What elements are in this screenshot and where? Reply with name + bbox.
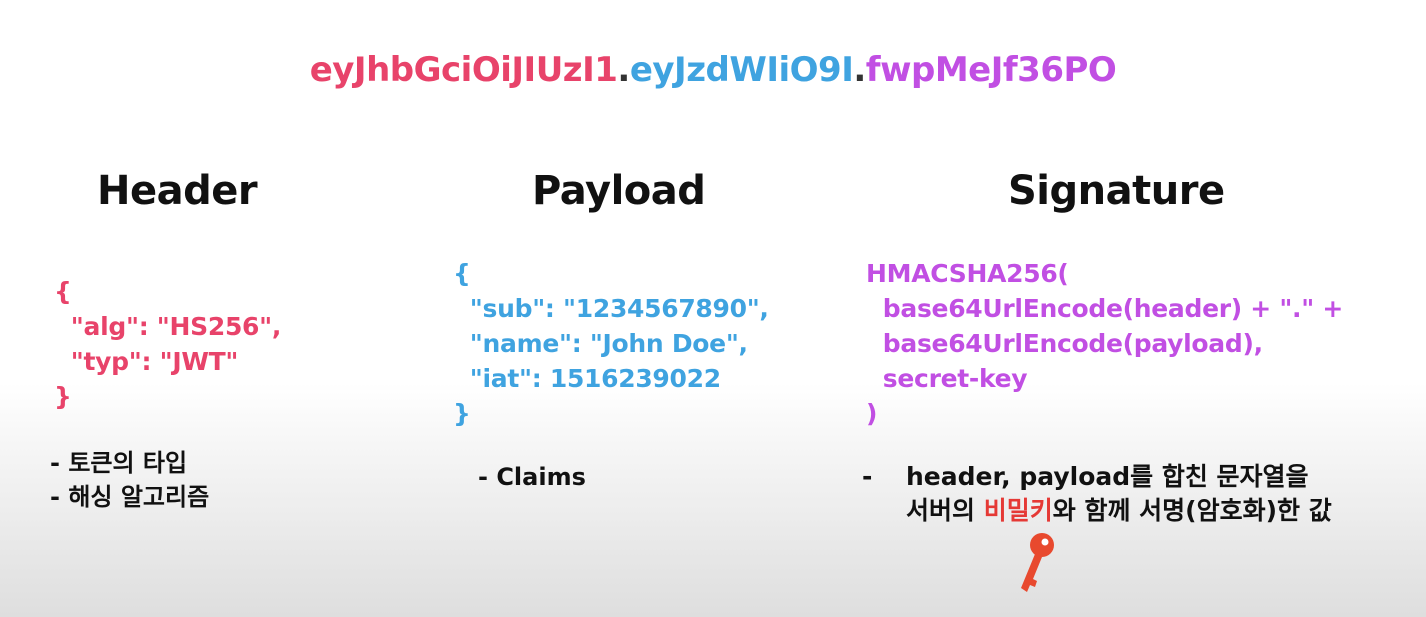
- payload-code: { "sub": "1234567890", "name": "John Doe…: [453, 259, 769, 428]
- jwt-token: eyJhbGciOiJIUzI1.eyJzdWIiO9I.fwpMeJf36PO: [0, 50, 1426, 90]
- signature-desc-line1: header, payload를 합친 문자열을: [906, 462, 1309, 491]
- header-bullets: - 토큰의 타입 - 해싱 알고리즘: [50, 446, 209, 514]
- payload-bullets: - Claims: [478, 460, 586, 494]
- signature-code: HMACSHA256( base64UrlEncode(header) + ".…: [866, 259, 1344, 428]
- token-header-part: eyJhbGciOiJIUzI1: [309, 50, 618, 90]
- header-bullet: - 토큰의 타입: [50, 449, 188, 477]
- token-payload-part: eyJzdWIiO9I: [629, 50, 854, 90]
- key-icon: [1021, 533, 1054, 592]
- payload-bullet: - Claims: [478, 463, 586, 491]
- token-separator: .: [853, 50, 866, 90]
- header-bullet: - 해싱 알고리즘: [50, 483, 210, 511]
- desc-suffix: 와 함께 서명(암호화)한 값: [1052, 496, 1332, 525]
- signature-title: Signature: [1008, 168, 1225, 214]
- payload-title: Payload: [532, 168, 706, 214]
- signature-desc-line2: 서버의 비밀키와 함께 서명(암호화)한 값: [906, 494, 1332, 528]
- desc-prefix: 서버의: [906, 496, 984, 525]
- token-signature-part: fwpMeJf36PO: [865, 50, 1117, 90]
- header-code: { "alg": "HS256", "typ": "JWT" }: [54, 277, 282, 411]
- signature-desc-dash: -: [862, 462, 873, 491]
- secret-key-highlight: 비밀키: [983, 496, 1053, 525]
- header-title: Header: [97, 168, 258, 214]
- signature-description: header, payload를 합친 문자열을 서버의 비밀키와 함께 서명(…: [906, 460, 1332, 528]
- token-separator: .: [617, 50, 630, 90]
